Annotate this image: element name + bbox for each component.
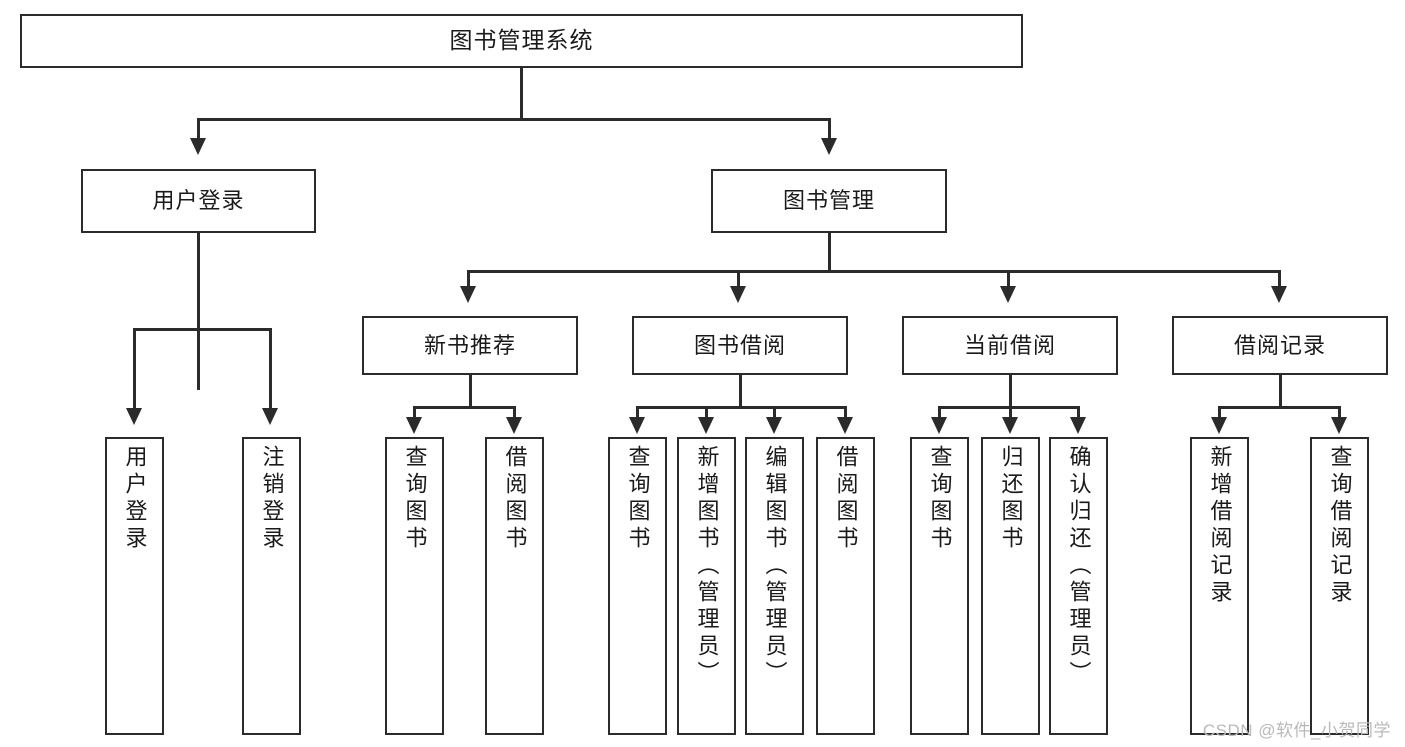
node-book-borrow[interactable]: 图书借阅	[632, 316, 848, 375]
connector-book-mgmt-stem	[828, 233, 831, 272]
connector-level2-bus	[467, 270, 1281, 273]
leaf-current-confirm-return-admin[interactable]: 确认归还（管理员）	[1049, 437, 1108, 735]
connector-user-login-drop-2	[269, 328, 272, 410]
node-label: 查询图书	[402, 445, 428, 553]
leaf-recommend-query-book[interactable]: 查询图书	[385, 437, 444, 735]
arrowhead-current-1	[931, 417, 947, 434]
connector-current-drop-1	[938, 406, 941, 418]
leaf-record-query-borrow-record[interactable]: 查询借阅记录	[1310, 437, 1369, 735]
connector-current-drop-3	[1077, 406, 1080, 418]
node-label: 新增图书（管理员）	[694, 445, 720, 688]
connector-root-stem	[520, 67, 523, 118]
connector-current-stem	[1009, 375, 1012, 408]
node-borrow-record[interactable]: 借阅记录	[1172, 316, 1388, 375]
connector-record-stem	[1279, 375, 1282, 408]
node-current-borrow[interactable]: 当前借阅	[902, 316, 1118, 375]
connector-borrow-drop-4	[844, 406, 847, 418]
arrowhead-borrow-3	[766, 417, 782, 434]
leaf-borrow-edit-book-admin[interactable]: 编辑图书（管理员）	[745, 437, 804, 735]
connector-level2-drop-4	[1278, 270, 1281, 288]
arrowhead-level2-4	[1271, 286, 1287, 303]
connector-level1-bus	[197, 118, 831, 121]
leaf-user-login-logout[interactable]: 注销登录	[242, 437, 301, 735]
connector-level1-drop-2	[828, 118, 831, 140]
connector-level2-drop-3	[1007, 270, 1010, 288]
arrowhead-borrow-4	[837, 417, 853, 434]
leaf-recommend-borrow-book[interactable]: 借阅图书	[485, 437, 544, 735]
leaf-record-add-borrow-record[interactable]: 新增借阅记录	[1190, 437, 1249, 735]
connector-record-drop-2	[1338, 406, 1341, 418]
connector-recommend-bus	[413, 406, 516, 409]
arrowhead-current-3	[1070, 417, 1086, 434]
node-label: 归还图书	[998, 445, 1024, 553]
leaf-borrow-add-book-admin[interactable]: 新增图书（管理员）	[677, 437, 736, 735]
arrowhead-record-2	[1331, 417, 1347, 434]
arrowhead-user-login-2	[262, 408, 278, 425]
node-label: 图书管理系统	[449, 27, 594, 54]
connector-borrow-stem	[739, 375, 742, 408]
node-new-book-recommend[interactable]: 新书推荐	[362, 316, 578, 375]
connector-record-bus	[1218, 406, 1341, 409]
connector-borrow-bus	[636, 406, 847, 409]
arrowhead-recommend-2	[506, 417, 522, 434]
node-label: 编辑图书（管理员）	[762, 445, 788, 688]
node-root-book-management-system[interactable]: 图书管理系统	[20, 14, 1023, 68]
arrowhead-borrow-2	[698, 417, 714, 434]
node-label: 图书管理	[782, 188, 875, 214]
connector-recommend-stem	[469, 375, 472, 408]
connector-recommend-drop-2	[513, 406, 516, 418]
node-label: 图书借阅	[693, 332, 786, 358]
node-label: 查询借阅记录	[1327, 445, 1353, 607]
arrowhead-current-2	[1002, 417, 1018, 434]
connector-user-login-bus	[133, 328, 272, 331]
node-label: 当前借阅	[963, 332, 1056, 358]
connector-level2-drop-1	[467, 270, 470, 288]
node-label: 新书推荐	[423, 332, 516, 358]
connector-user-login-drop-1	[133, 328, 136, 410]
connector-borrow-drop-1	[636, 406, 639, 418]
leaf-borrow-query-book[interactable]: 查询图书	[608, 437, 667, 735]
connector-recommend-drop-1	[413, 406, 416, 418]
arrowhead-user-login-1	[126, 408, 142, 425]
arrowhead-level2-2	[730, 286, 746, 303]
connector-level2-drop-2	[737, 270, 740, 288]
connector-borrow-drop-3	[773, 406, 776, 418]
leaf-current-query-book[interactable]: 查询图书	[910, 437, 969, 735]
arrowhead-level2-3	[1000, 286, 1016, 303]
leaf-user-login-login[interactable]: 用户登录	[105, 437, 164, 735]
node-book-management[interactable]: 图书管理	[711, 169, 947, 233]
node-label: 借阅记录	[1233, 332, 1326, 358]
leaf-borrow-borrow-book[interactable]: 借阅图书	[816, 437, 875, 735]
connector-borrow-drop-2	[705, 406, 708, 418]
leaf-current-return-book[interactable]: 归还图书	[981, 437, 1040, 735]
node-label: 用户登录	[152, 188, 245, 214]
connector-record-drop-1	[1218, 406, 1221, 418]
connector-level1-drop-1	[197, 118, 200, 140]
connector-user-login-stem	[197, 233, 200, 390]
arrowhead-record-1	[1211, 417, 1227, 434]
node-label: 注销登录	[259, 445, 285, 553]
arrowhead-level1-1	[190, 138, 206, 155]
arrowhead-borrow-1	[629, 417, 645, 434]
node-user-login[interactable]: 用户登录	[81, 169, 316, 233]
connector-current-drop-2	[1009, 406, 1012, 418]
arrowhead-recommend-1	[406, 417, 422, 434]
node-label: 借阅图书	[502, 445, 528, 553]
arrowhead-level1-2	[821, 138, 837, 155]
arrowhead-level2-1	[460, 286, 476, 303]
node-label: 查询图书	[927, 445, 953, 553]
node-label: 借阅图书	[833, 445, 859, 553]
node-label: 新增借阅记录	[1207, 445, 1233, 607]
node-label: 查询图书	[625, 445, 651, 553]
node-label: 确认归还（管理员）	[1066, 445, 1092, 688]
node-label: 用户登录	[122, 445, 148, 553]
